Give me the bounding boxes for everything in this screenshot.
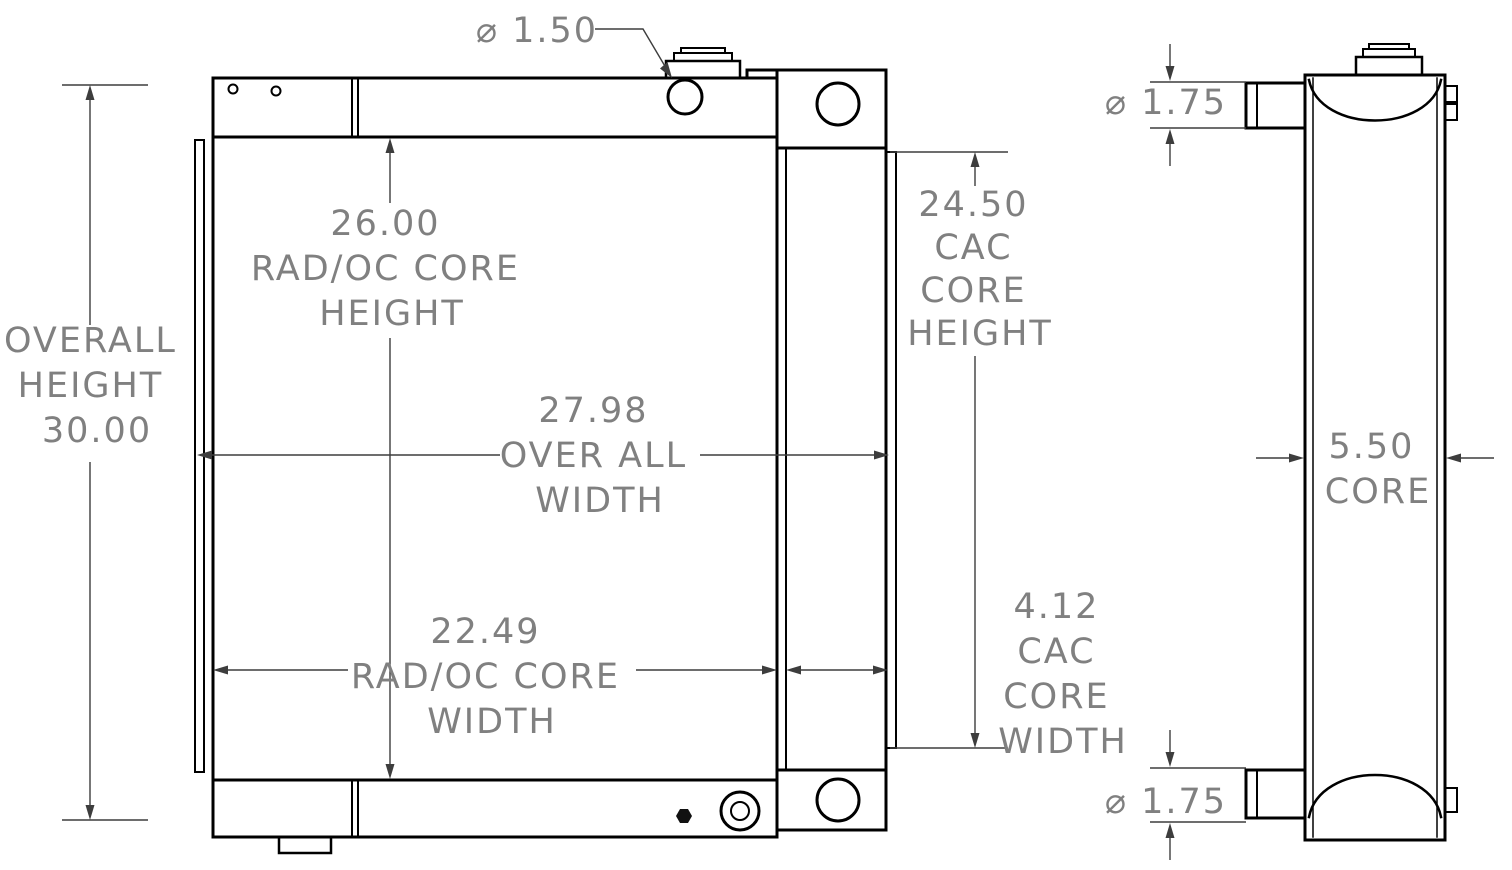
dim-filler-neck-diameter-label: ⌀ 1.50 <box>476 11 598 51</box>
side-bracket-bottom <box>1444 787 1458 813</box>
bottom-tank <box>211 778 779 839</box>
dim-cac-core-width-label: 4.12 CAC CORE WIDTH <box>998 587 1128 762</box>
dim-overall-height-label: OVERALL HEIGHT 30.00 <box>4 321 190 451</box>
dim-core-depth: 5.50 CORE <box>1256 427 1494 512</box>
side-view: ⌀ 1.75 5.50 CORE <box>1105 43 1494 860</box>
side-top-port <box>1244 81 1307 130</box>
bolt-hole <box>227 83 239 95</box>
side-view-outline <box>1244 43 1458 842</box>
side-bottom-port <box>1244 768 1307 820</box>
filler-cap <box>664 47 742 80</box>
dim-overall-height: OVERALL HEIGHT 30.00 <box>4 84 190 821</box>
cac-bottom-tank <box>775 768 888 832</box>
mounting-foot <box>277 835 333 855</box>
side-bottom-tank-dome <box>1307 773 1443 819</box>
dim-cac-core-height-label: 24.50 CAC CORE HEIGHT <box>907 185 1053 354</box>
cac-top-port <box>815 81 861 127</box>
dim-rad-oc-core-width: 22.49 RAD/OC CORE WIDTH <box>213 612 777 742</box>
side-top-tank-dome <box>1307 78 1443 122</box>
dim-core-depth-label: 5.50 CORE <box>1325 427 1431 512</box>
drain-port-outer <box>719 790 761 832</box>
side-bracket-top <box>1444 85 1458 103</box>
dim-overall-width: 27.98 OVER ALL WIDTH <box>197 391 889 521</box>
bolt-hole <box>270 85 282 97</box>
top-tank <box>211 76 779 139</box>
dim-bottom-port-diameter-label: ⌀ 1.75 <box>1105 782 1227 822</box>
side-filler-cap <box>1354 43 1424 77</box>
dim-top-port-diameter-label: ⌀ 1.75 <box>1105 83 1227 123</box>
front-view: OVERALL HEIGHT 30.00 26.00 RAD/OC CORE H… <box>4 11 1128 855</box>
dim-rad-oc-core-width-label: 22.49 RAD/OC CORE WIDTH <box>351 612 633 742</box>
dim-cac-core-width: 4.12 CAC CORE WIDTH <box>786 587 1128 762</box>
dim-overall-width-label: 27.98 OVER ALL WIDTH <box>500 391 701 521</box>
dim-top-port-diameter: ⌀ 1.75 <box>1105 44 1246 166</box>
dim-bottom-port-diameter: ⌀ 1.75 <box>1105 730 1246 860</box>
dim-rad-oc-core-height: 26.00 RAD/OC CORE HEIGHT <box>251 138 533 779</box>
side-bracket-top-2 <box>1444 103 1458 121</box>
drain-port-inner <box>730 801 750 821</box>
dim-rad-oc-core-height-label: 26.00 RAD/OC CORE HEIGHT <box>251 204 533 334</box>
dim-cac-core-height: 24.50 CAC CORE HEIGHT <box>890 151 1053 749</box>
drain-plug-hex-icon <box>676 809 692 823</box>
dim-filler-neck-diameter: ⌀ 1.50 <box>476 11 672 78</box>
front-view-outline <box>194 47 897 855</box>
cac-bottom-port <box>815 777 861 823</box>
filler-neck-port <box>666 78 704 116</box>
